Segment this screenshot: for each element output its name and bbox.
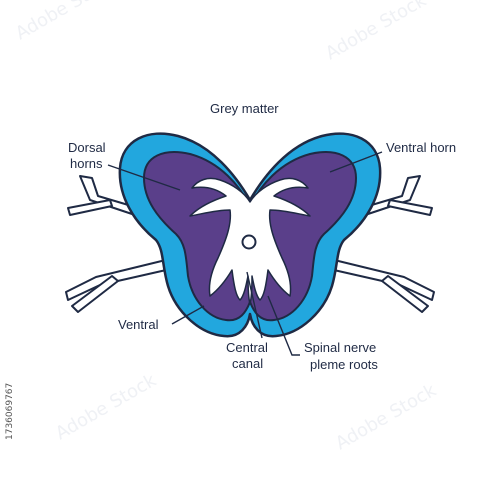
nerve-root-right-lower-branch	[381, 275, 429, 313]
nerve-root-right-lower	[324, 257, 435, 301]
watermark-text: Adobe Stock	[12, 0, 120, 44]
watermark-text: Adobe Stock	[322, 0, 430, 64]
watermark-text: Adobe Stock	[52, 370, 160, 445]
central-canal-circle	[241, 234, 257, 250]
leader-dorsal	[107, 164, 181, 191]
label-pleme-roots: pleme roots	[310, 357, 378, 372]
leader-ventral-horn	[329, 151, 383, 173]
leader-lines	[107, 151, 383, 356]
leader-ventral	[171, 305, 205, 325]
label-ventral-horn: Ventral horn	[386, 140, 456, 155]
nerve-root-left-upper-branch	[67, 199, 113, 216]
label-grey-matter: Grey matter	[210, 101, 279, 116]
label-central: Central	[226, 340, 268, 355]
label-canal: canal	[232, 356, 263, 371]
leader-spinal-nerve	[267, 295, 300, 356]
nerve-root-right-upper-branch	[387, 199, 433, 216]
label-horns: horns	[70, 156, 103, 171]
label-ventral: Ventral	[118, 317, 159, 332]
label-dorsal: Dorsal	[68, 140, 106, 155]
label-spinal-nerve: Spinal nerve	[304, 340, 376, 355]
nerve-root-left-lower-branch	[71, 275, 119, 313]
watermark-text: Adobe Stock	[332, 380, 440, 455]
nerve-roots	[65, 175, 435, 313]
leader-central-canal	[246, 271, 263, 339]
stock-id: 1736069767	[5, 383, 15, 440]
nerve-root-left-lower	[65, 257, 176, 301]
